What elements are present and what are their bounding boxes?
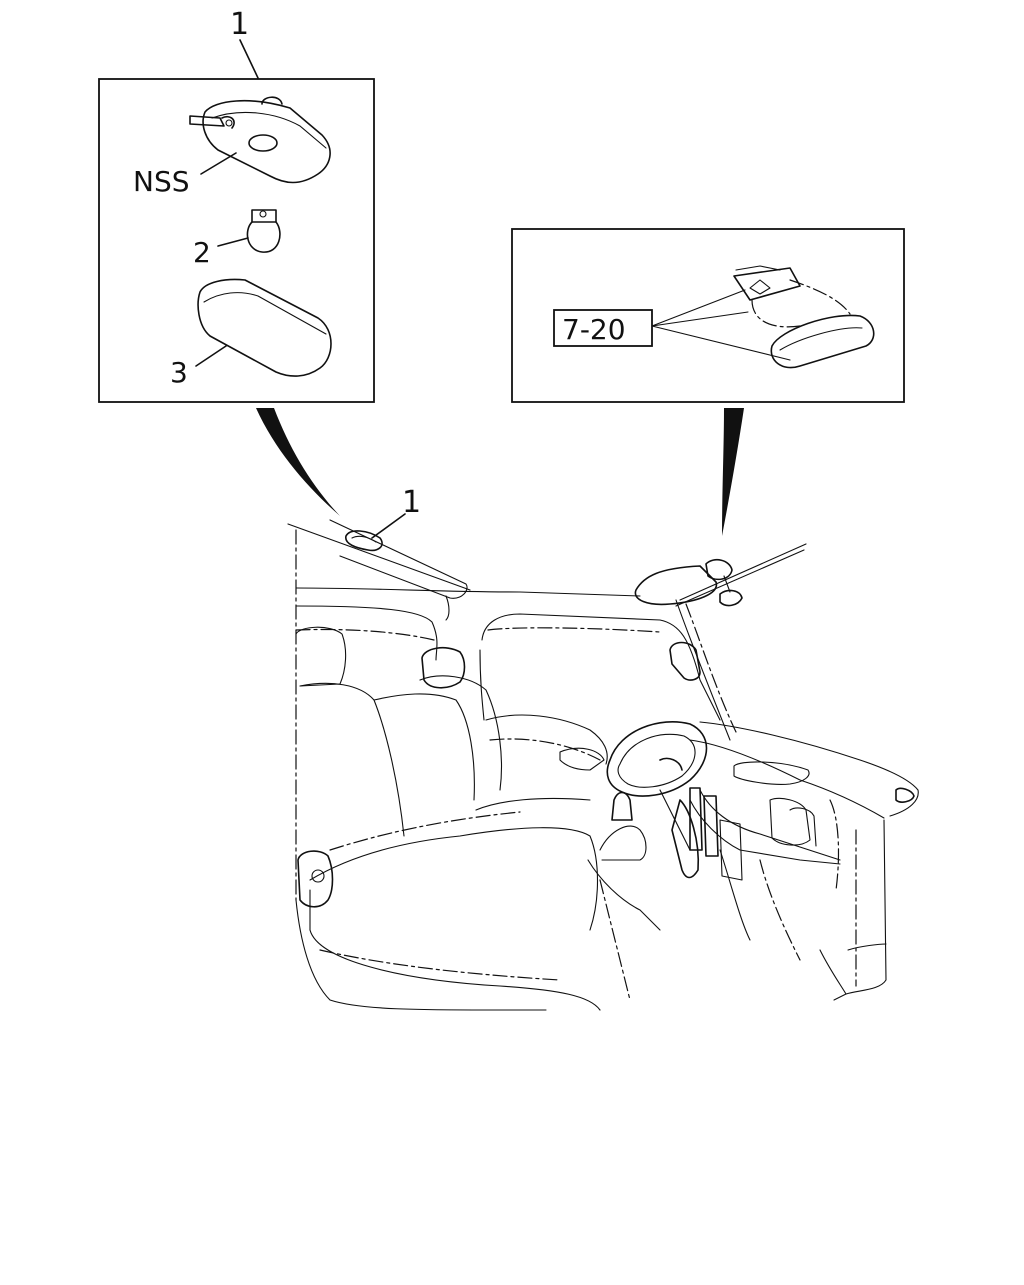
leader-lens [195,345,227,367]
cab-interior-drawing [287,519,919,1011]
reference-number-frame [553,309,653,347]
reference-detail-box: 7-20 [511,228,905,403]
callout-lens-number: 3 [170,356,188,389]
mirror-assembly-drawing [733,265,875,369]
leader-cab-item [371,513,406,539]
pointer-wedge-left [256,408,340,516]
lens-cover-drawing [197,278,332,377]
bulb-drawing [246,209,281,253]
leader-nss [200,152,237,175]
callout-bulb-number: 2 [193,236,211,269]
dome-lamp-assembly-drawing [189,96,331,184]
callout-nss-label: NSS [133,165,190,198]
pointer-wedge-right [722,408,744,536]
parts-detail-box: NSS 2 3 [98,78,375,403]
callout-cab-item-number: 1 [402,485,421,520]
leader-bulb [217,237,249,247]
leader-top-item [239,39,259,79]
reference-number-label: 7-20 [562,313,626,346]
callout-top-item-number: 1 [230,7,249,42]
